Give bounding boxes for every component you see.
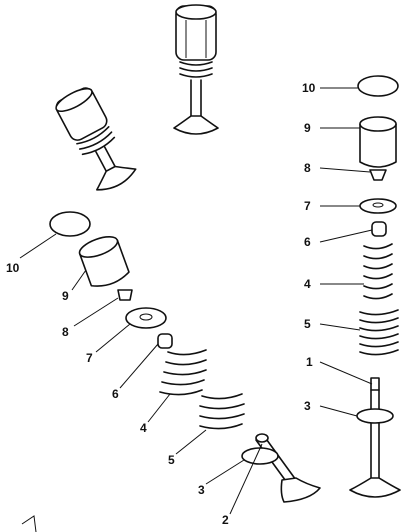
label-8-left: 8 <box>62 325 69 339</box>
label-6-right: 6 <box>304 235 311 249</box>
lower-column-parts <box>49 211 321 503</box>
assembled-valve-left <box>55 87 137 191</box>
leader-lines-lower <box>19 233 263 515</box>
leader-lines-right <box>319 87 373 417</box>
outer-spring-left <box>199 393 245 430</box>
inner-spring-left <box>159 349 207 396</box>
lifter-right <box>359 116 397 168</box>
valve-left <box>255 433 321 503</box>
label-5-left: 5 <box>168 453 175 467</box>
inner-spring-right <box>363 243 393 300</box>
label-4-left: 4 <box>140 421 147 435</box>
label-9-left: 9 <box>62 289 69 303</box>
seal-right <box>371 221 387 237</box>
label-7-right: 7 <box>304 199 311 213</box>
lifter-left <box>78 236 130 287</box>
label-8-right: 8 <box>304 161 311 175</box>
label-6-left: 6 <box>112 387 119 401</box>
shim-left <box>49 211 91 237</box>
label-10-left: 10 <box>6 261 20 275</box>
label-7-left: 7 <box>86 351 93 365</box>
seal-left <box>157 333 173 349</box>
washer-right <box>356 408 394 424</box>
retainer-right <box>359 198 397 214</box>
assembled-valve-top <box>173 4 219 135</box>
retainer-left <box>125 307 167 329</box>
label-9-right: 9 <box>304 121 311 135</box>
label-3-right: 3 <box>304 399 311 413</box>
washer-left <box>241 447 279 465</box>
label-3-left: 3 <box>198 483 205 497</box>
outer-spring-right <box>359 309 399 356</box>
label-4-right: 4 <box>304 277 311 291</box>
label-2-left: 2 <box>222 513 229 527</box>
shim-right <box>357 75 399 97</box>
label-5-right: 5 <box>304 317 311 331</box>
cotter-left <box>117 289 133 301</box>
valve-right <box>349 377 401 498</box>
cotter-right <box>369 169 387 181</box>
corner-mark <box>21 515 37 532</box>
label-1-right: 1 <box>306 355 313 369</box>
right-column-parts <box>349 75 401 498</box>
label-10-right: 10 <box>302 81 316 95</box>
